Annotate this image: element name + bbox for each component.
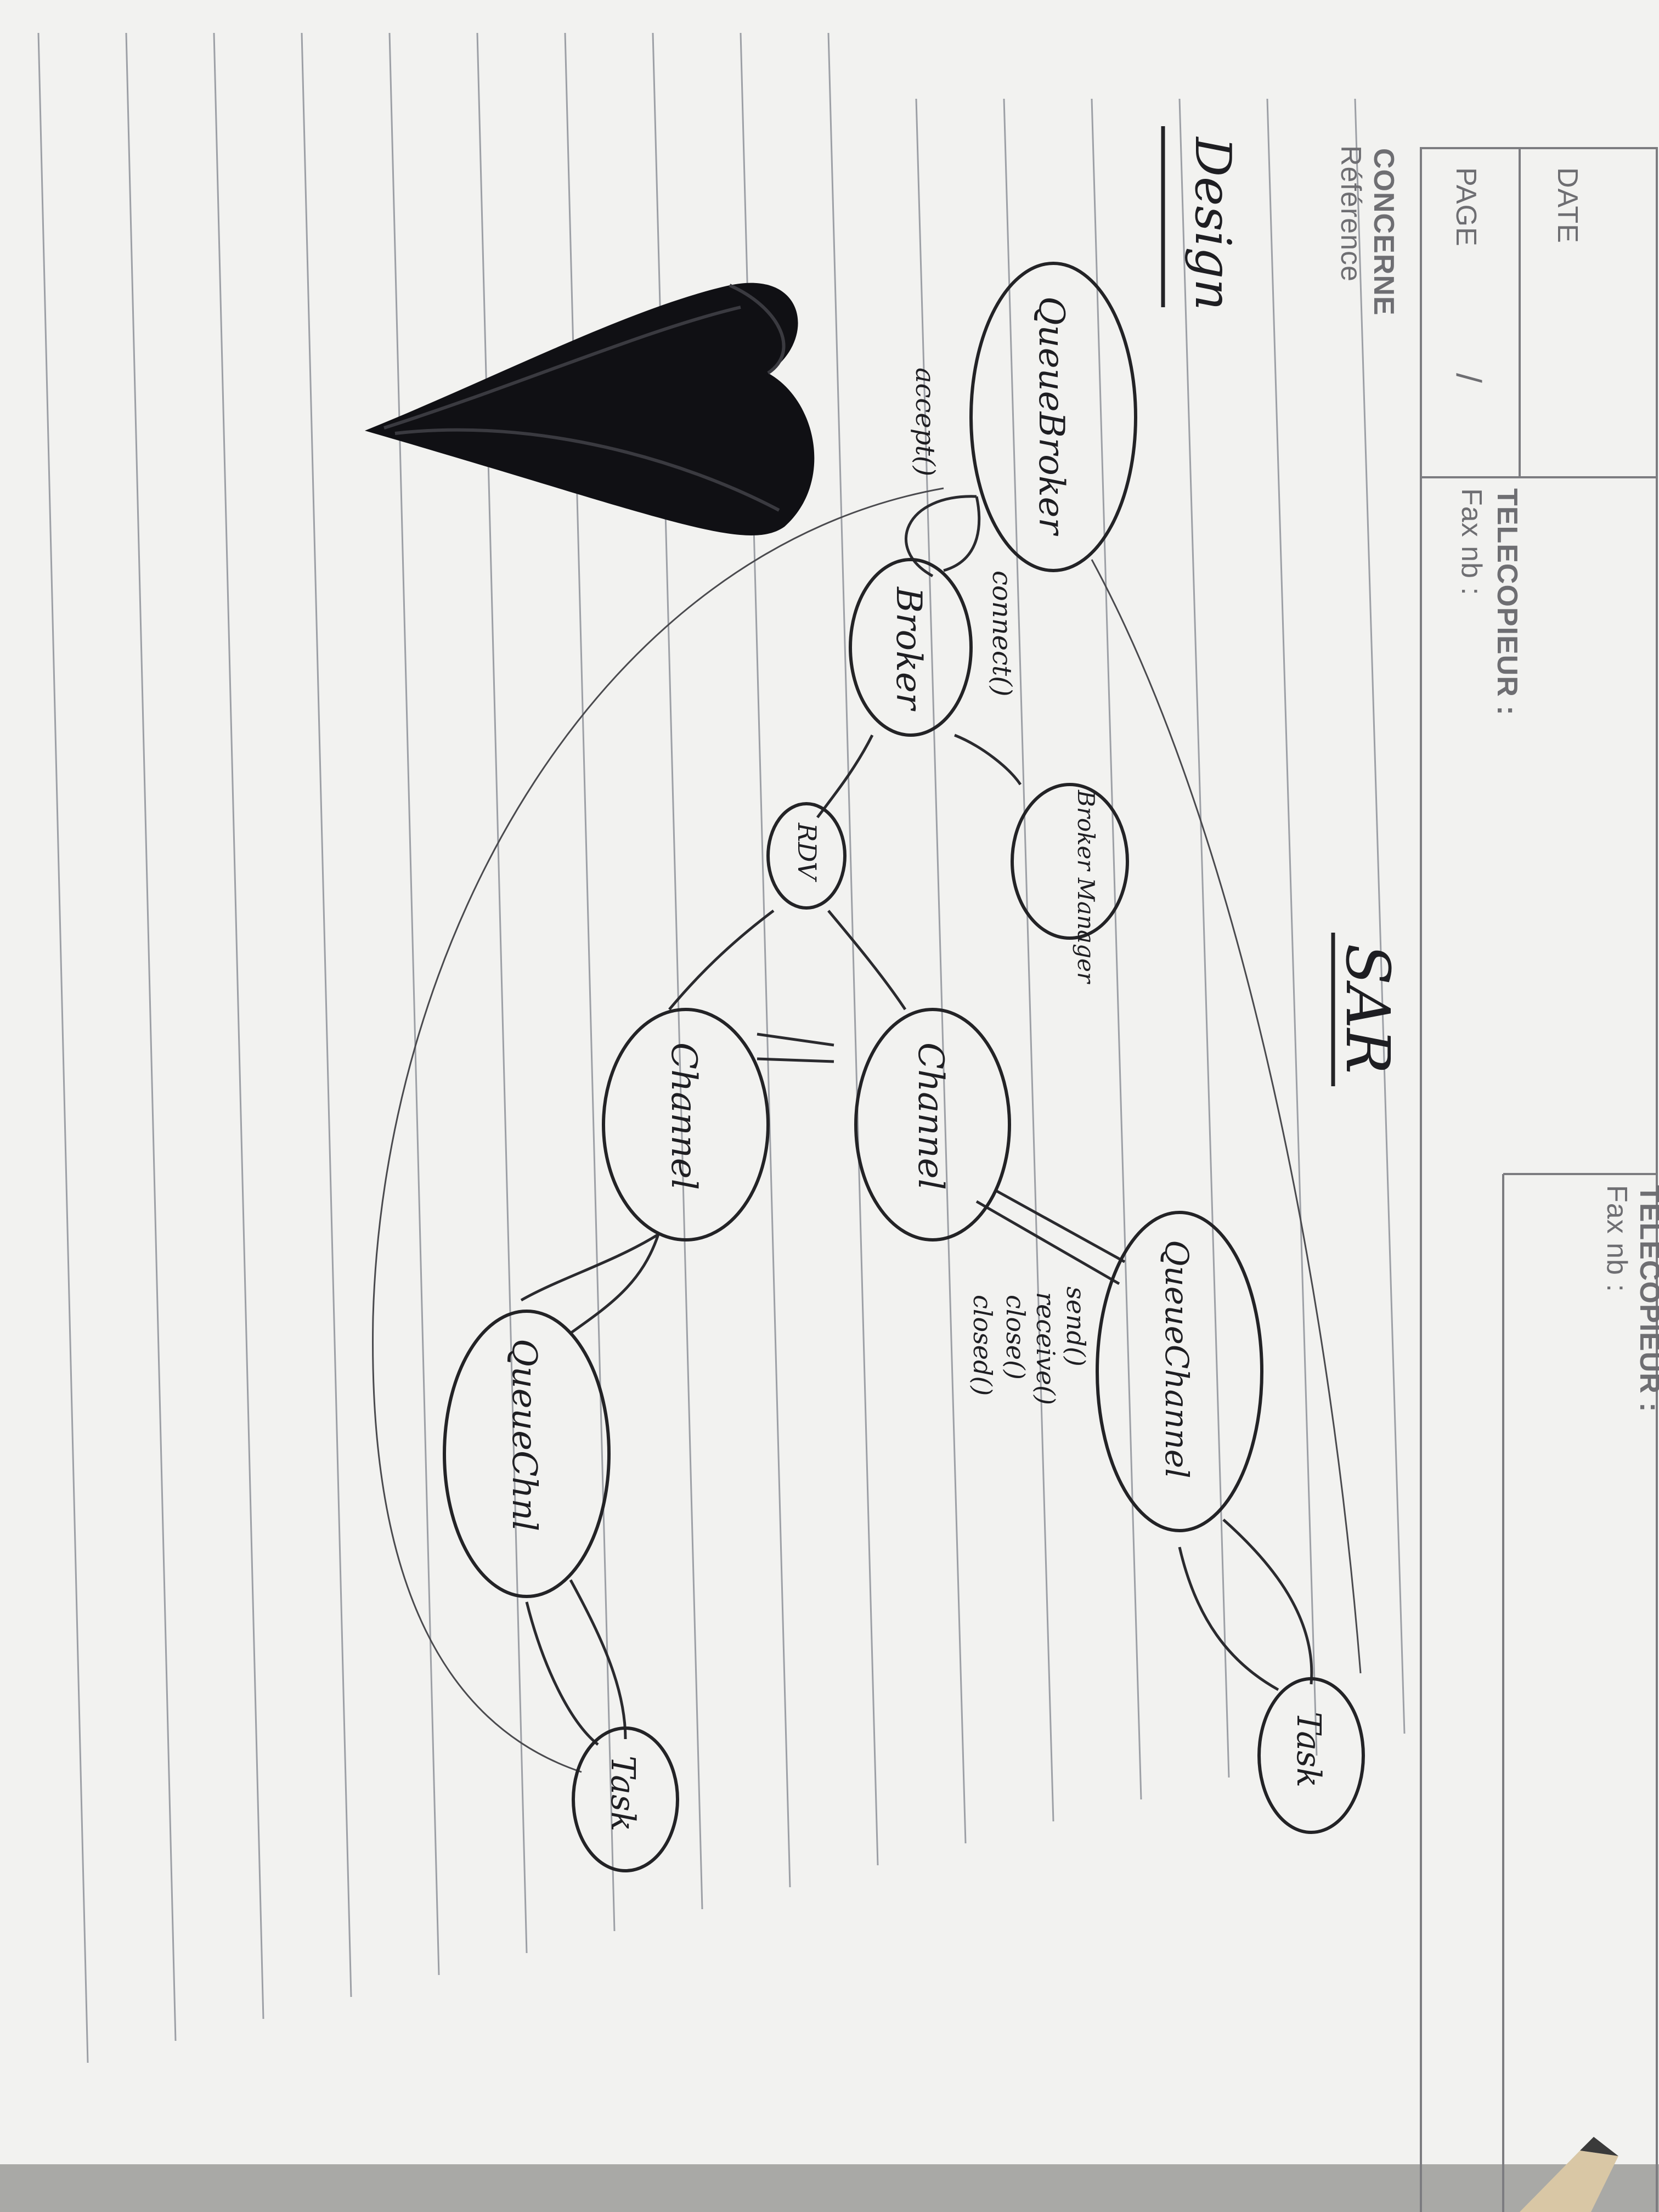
fax-label-2: Fax nb : [1601, 1185, 1633, 1293]
flow-arc-left [372, 487, 944, 1773]
edge-channel-link [757, 1032, 834, 1063]
ruled-line [37, 32, 89, 2063]
edge-label-closed: closed() [968, 1295, 997, 1396]
node-rdv-label: RDV [792, 822, 822, 883]
node-queue-channel-left-label: QueueChnl [505, 1339, 545, 1531]
page-value: / [1449, 373, 1488, 383]
reference-label: Référence [1335, 145, 1367, 282]
ruled-line [1003, 98, 1054, 1822]
node-queue-channel-left: QueueChnl [443, 1310, 611, 1598]
edge-queuechnl-task-left-b [525, 1601, 599, 1746]
edge-queuechannel-task-right-a [1222, 1519, 1313, 1685]
ruled-lines [37, 32, 1406, 2063]
node-broker-manager: Broker Manager [1011, 783, 1129, 985]
node-channel-right: Channel [854, 1008, 1011, 1242]
concerne-label: CONCERNE [1368, 148, 1400, 316]
telecopieur-label-2: TELECOPIEUR : [1634, 1185, 1659, 1413]
page-label: PAGE [1450, 167, 1482, 247]
paper-shadow [0, 2164, 1659, 2212]
heart-doodle [365, 283, 815, 535]
ruled-line [301, 32, 352, 1997]
ruled-line [1091, 98, 1142, 1800]
node-channel-left: Channel [602, 1008, 770, 1242]
node-queue-broker: QueueBroker [969, 262, 1137, 572]
node-channel-left-label: Channel [663, 1042, 704, 1190]
ruled-line [213, 32, 264, 2019]
node-broker-label: Broker [888, 586, 929, 712]
flow-arc-right [1091, 559, 1362, 1674]
node-task-right-label: Task [1289, 1712, 1328, 1787]
edge-rdv-channel-right [827, 910, 907, 1011]
telecopieur-label-1: TELECOPIEUR : [1491, 488, 1523, 716]
diagram-edges [520, 495, 1313, 1746]
ruled-line [125, 32, 177, 2041]
design-title: Design [1184, 136, 1242, 311]
edge-label-connect: connect() [986, 571, 1017, 697]
node-task-right: Task [1257, 1677, 1365, 1834]
paper-sheet [0, 0, 1659, 2164]
ruled-line [915, 98, 967, 1844]
ruled-line [476, 32, 528, 1954]
ruled-line [388, 32, 440, 1976]
edge-channel-queuechannel-right-b [995, 1189, 1126, 1263]
node-task-left: Task [572, 1726, 679, 1872]
fax-label-1: Fax nb : [1455, 488, 1487, 596]
diagram-nodes: QueueBroker Broker Broker Manager RDV Ch… [443, 262, 1365, 1872]
edge-queuechnl-task-left-a [569, 1579, 627, 1740]
header-form: DATE PAGE / CONCERNE Référence TELECOPIE… [1335, 145, 1659, 2212]
date-label: DATE [1551, 167, 1583, 244]
node-task-left-label: Task [603, 1756, 642, 1831]
edge-queuechannel-task-right-b [1178, 1547, 1279, 1691]
node-broker: Broker [849, 558, 973, 737]
edge-channel-queuechnl-a [520, 1233, 659, 1302]
node-channel-right-label: Channel [910, 1042, 951, 1190]
ruled-line [1354, 98, 1406, 1734]
edge-broker-queuebroker [943, 496, 981, 572]
node-queue-channel-right-label: QueueChannel [1158, 1240, 1195, 1479]
edge-queuebroker-broker [904, 495, 977, 578]
edge-label-receive: receive() [1031, 1292, 1060, 1405]
node-rdv: RDV [766, 802, 847, 910]
edge-channel-queuechannel-right-a [975, 1200, 1120, 1285]
edge-label-accept: accept() [910, 368, 940, 476]
edge-rdv-channel-left [668, 910, 775, 1011]
node-queue-broker-label: QueueBroker [1031, 296, 1071, 536]
ruled-line [1266, 98, 1318, 1756]
edge-broker-brokermanager [954, 733, 1022, 786]
pencil-tip [1520, 2137, 1618, 2212]
ruled-line [827, 32, 879, 1866]
node-queue-channel-right: QueueChannel [1096, 1211, 1263, 1532]
ruled-line [1178, 98, 1230, 1778]
node-broker-manager-label: Broker Manager [1073, 789, 1099, 985]
edge-label-close: close() [1001, 1295, 1030, 1380]
header-box [1420, 147, 1658, 2212]
edge-channel-queuechnl-b [569, 1234, 660, 1335]
edge-label-send: send() [1061, 1286, 1091, 1367]
star-title: SAR [1333, 944, 1403, 1074]
